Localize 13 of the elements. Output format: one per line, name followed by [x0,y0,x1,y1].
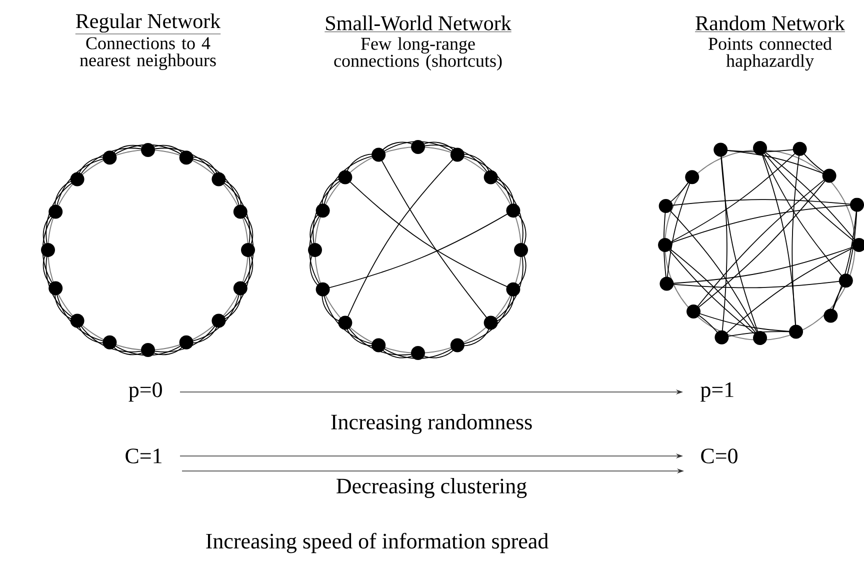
heading: Regular Network [75,13,221,34]
heading: Random Network [694,16,846,32]
subtitle: Points connected haphazardly [708,37,832,71]
variable-label: C=0 [701,448,738,464]
edge-label: Decreasing clustering [336,478,527,498]
variable-label: p=0 [128,382,162,402]
variable-label: C=1 [126,448,162,464]
edge-label: Increasing randomness [331,414,532,434]
variable-label: p=1 [700,382,734,402]
subtitle: Few long-range connections (shortcuts) [334,37,502,71]
heading: Small-World Network [324,16,512,32]
axis-caption: Increasing speed of information spread [206,532,548,554]
subtitle: Connections to 4 nearest neighbours [80,37,216,70]
